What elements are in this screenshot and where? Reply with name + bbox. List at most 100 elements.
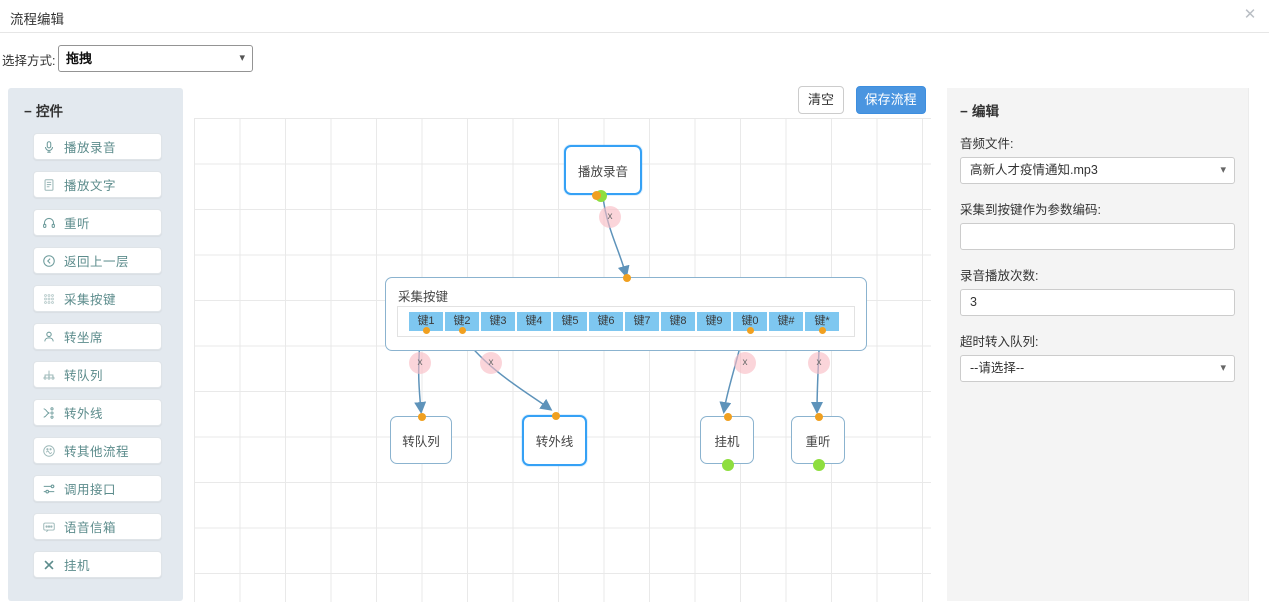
canvas-node-replay[interactable]: 重听 (791, 413, 845, 471)
node-output-port-connected[interactable] (592, 191, 601, 200)
key-chip-0[interactable]: 键0 (733, 312, 767, 331)
control-replay[interactable]: 重听 (33, 209, 162, 236)
node-input-port[interactable] (724, 413, 732, 421)
canvas-toolbar: 清空 保存流程 (798, 86, 926, 114)
key-chip-bar: 键1 键2 键3 键4 键5 键6 键7 键8 键9 键0 键# 键* (397, 306, 855, 337)
key-output-port-0[interactable] (747, 327, 754, 334)
person-icon (34, 330, 64, 344)
control-back-level[interactable]: 返回上一层 (33, 247, 162, 274)
control-transfer-outline[interactable]: 转外线 (33, 399, 162, 426)
collapse-icon[interactable]: − (960, 104, 968, 119)
field-play-times: 录音播放次数: 3 (960, 265, 1235, 316)
node-label: 采集按键 (398, 290, 449, 304)
mode-select-row: 选择方式: (0, 42, 1269, 74)
controls-section-title: −控件 (24, 100, 63, 120)
control-label: 调用接口 (64, 483, 117, 497)
mode-select-label: 选择方式: (2, 54, 56, 68)
field-key-param-code: 采集到按键作为参数编码: (960, 199, 1235, 250)
control-transfer-agent[interactable]: 转坐席 (33, 323, 162, 350)
control-play-text[interactable]: 播放文字 (33, 171, 162, 198)
edge-delete-badge[interactable]: x (808, 352, 830, 374)
document-text-icon (34, 178, 64, 192)
canvas-node-transfer-queue[interactable]: 转队列 (390, 413, 452, 464)
headphones-icon (34, 216, 64, 230)
key-chip-5[interactable]: 键5 (553, 312, 587, 331)
title-divider (0, 32, 1269, 33)
close-icon[interactable]: ✕ (1243, 6, 1257, 23)
control-play-recording[interactable]: 播放录音 (33, 133, 162, 160)
flow-canvas[interactable]: x x x x x 播放录音 采集按键 键1 键2 键3 键4 键5 键6 键7… (194, 118, 931, 602)
back-arrow-circle-icon (34, 254, 64, 268)
canvas-node-hangup[interactable]: 挂机 (700, 413, 754, 471)
timeout-queue-select[interactable]: --请选择-- ▾ (960, 355, 1235, 382)
audio-file-value: 高新人才疫情通知.mp3 (970, 163, 1098, 177)
node-output-port[interactable] (813, 459, 825, 471)
control-collect-keys[interactable]: 采集按键 (33, 285, 162, 312)
edge-delete-badge[interactable]: x (480, 352, 502, 374)
edge-delete-badge[interactable]: x (409, 352, 431, 374)
control-label: 播放录音 (64, 141, 117, 155)
key-chip-8[interactable]: 键8 (661, 312, 695, 331)
node-input-port[interactable] (552, 412, 560, 420)
field-timeout-queue: 超时转入队列: --请选择-- ▾ (960, 331, 1235, 382)
edit-section-title: −编辑 (960, 100, 999, 120)
key-output-port-star[interactable] (819, 327, 826, 334)
node-input-port[interactable] (623, 274, 631, 282)
node-input-port[interactable] (418, 413, 426, 421)
canvas-node-play-recording[interactable]: 播放录音 (564, 145, 642, 202)
clear-button[interactable]: 清空 (798, 86, 844, 114)
controls-section-label: 控件 (36, 104, 63, 119)
control-transfer-other-flow[interactable]: 转其他流程 (33, 437, 162, 464)
control-voicemail[interactable]: 语音信箱 (33, 513, 162, 540)
key-chip-2[interactable]: 键2 (445, 312, 479, 331)
control-transfer-queue[interactable]: 转队列 (33, 361, 162, 388)
node-label: 重听 (805, 434, 831, 449)
key-chip-6[interactable]: 键6 (589, 312, 623, 331)
mode-select[interactable]: 拖拽 ▾ (58, 45, 253, 72)
node-output-port[interactable] (722, 459, 734, 471)
collapse-icon[interactable]: − (24, 104, 32, 119)
edge-delete-badge[interactable]: x (734, 352, 756, 374)
chevron-down-icon: ▾ (1220, 362, 1226, 374)
key-param-code-input[interactable] (960, 223, 1235, 250)
control-label: 转外线 (64, 407, 104, 421)
audio-file-select[interactable]: 高新人才疫情通知.mp3 ▾ (960, 157, 1235, 184)
key-chip-star[interactable]: 键* (805, 312, 839, 331)
key-chip-7[interactable]: 键7 (625, 312, 659, 331)
control-call-api[interactable]: 调用接口 (33, 475, 162, 502)
timeout-queue-value: --请选择-- (970, 361, 1025, 375)
mode-select-value: 拖拽 (66, 51, 93, 66)
key-chip-hash[interactable]: 键# (769, 312, 803, 331)
edge-delete-badge[interactable]: x (599, 206, 621, 228)
field-label: 超时转入队列: (960, 335, 1039, 349)
edit-properties-panel: −编辑 音频文件: 高新人才疫情通知.mp3 ▾ 采集到按键作为参数编码: 录音… (947, 88, 1248, 601)
controls-list: 播放录音 播放文字 重听 返回上一层 采集按键 转坐席 转队列 (33, 133, 162, 589)
transfer-line-icon (34, 406, 64, 420)
node-input-port[interactable] (815, 413, 823, 421)
field-audio-file: 音频文件: 高新人才疫情通知.mp3 ▾ (960, 133, 1235, 184)
key-chip-9[interactable]: 键9 (697, 312, 731, 331)
keypad-dots-icon (34, 292, 64, 306)
flow-circle-icon (34, 444, 64, 458)
field-label: 采集到按键作为参数编码: (960, 203, 1101, 217)
key-chip-3[interactable]: 键3 (481, 312, 515, 331)
play-times-input[interactable]: 3 (960, 289, 1235, 316)
chevron-down-icon: ▾ (1220, 164, 1226, 176)
voicemail-box-icon (34, 520, 64, 534)
key-output-port-1[interactable] (423, 327, 430, 334)
page-title: 流程编辑 (10, 12, 64, 27)
node-label: 挂机 (714, 434, 740, 449)
node-label: 转队列 (402, 434, 440, 449)
key-chip-1[interactable]: 键1 (409, 312, 443, 331)
canvas-node-collect-keys[interactable]: 采集按键 键1 键2 键3 键4 键5 键6 键7 键8 键9 键0 键# 键* (385, 274, 867, 351)
control-hangup[interactable]: 挂机 (33, 551, 162, 578)
control-label: 语音信箱 (64, 521, 117, 535)
save-flow-button[interactable]: 保存流程 (855, 86, 926, 114)
controls-sidebar: −控件 播放录音 播放文字 重听 返回上一层 采集按键 转坐席 (8, 88, 183, 601)
key-output-port-2[interactable] (459, 327, 466, 334)
canvas-node-transfer-outline[interactable]: 转外线 (522, 412, 587, 466)
chevron-down-icon: ▾ (239, 52, 245, 64)
key-chip-4[interactable]: 键4 (517, 312, 551, 331)
panel-right-edge (1248, 88, 1249, 601)
control-label: 返回上一层 (64, 255, 130, 269)
